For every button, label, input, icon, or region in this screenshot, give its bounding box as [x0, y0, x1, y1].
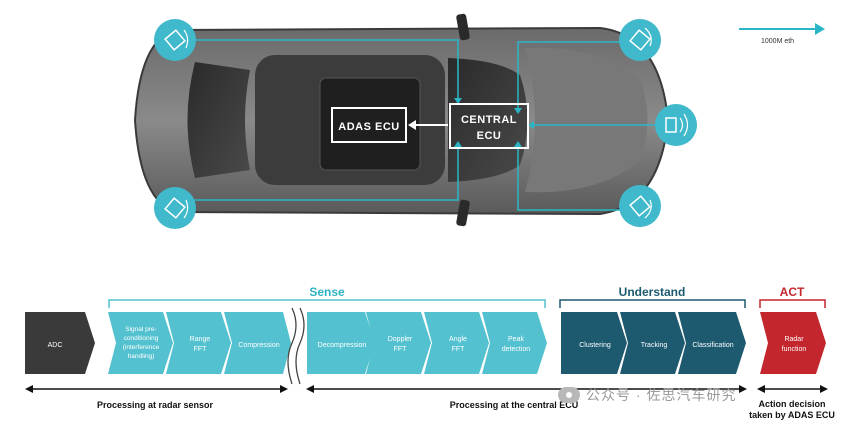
group-label-understand: Understand [619, 285, 686, 299]
stage-compression: Compression [224, 312, 291, 374]
svg-text:Compression: Compression [238, 342, 279, 349]
stage-adc: ADC [25, 312, 95, 374]
svg-text:Peak: Peak [508, 336, 524, 343]
svg-text:Range: Range [190, 336, 211, 343]
svg-text:Tracking: Tracking [641, 342, 668, 349]
svg-text:Clustering: Clustering [579, 342, 611, 349]
central-ecu-label-line2: ECU [477, 130, 502, 142]
stage-clustering: Clustering [561, 312, 627, 374]
legend-label: 1000M eth [761, 38, 795, 45]
legend: 1000M eth [737, 20, 827, 52]
stage-signal-preconditioning: Signal pre- conditioning (interference h… [108, 312, 173, 374]
stage-decompression: Decompression [307, 312, 375, 374]
adas-ecu-box [331, 107, 407, 143]
act-bracket [759, 299, 826, 308]
svg-text:Radar: Radar [784, 336, 804, 343]
svg-text:FFT: FFT [394, 346, 408, 353]
wechat-icon [558, 387, 580, 403]
watermark: 公众号 · 佐思汽车研究 [558, 385, 736, 405]
radar-sensor-front-right [619, 185, 661, 227]
radar-sensor-front-left [619, 19, 661, 61]
central-ecu-label-line1: CENTRAL [461, 114, 517, 126]
stage-tracking: Tracking [620, 312, 685, 374]
stage-radar-function: Radar function [760, 312, 826, 374]
span-label-action-line1: Action decision [758, 399, 825, 409]
rear-window [187, 62, 250, 178]
svg-text:Classification: Classification [692, 342, 733, 349]
stage-classification: Classification [678, 312, 746, 374]
radar-sensor-rear-right [154, 187, 196, 229]
svg-text:Decompression: Decompression [318, 342, 367, 349]
stage-angle-fft: Angle FFT [424, 312, 489, 374]
car-hood [525, 47, 648, 193]
stage-range-fft: Range FFT [166, 312, 231, 374]
stage-peak-detection: Peak detection [482, 312, 547, 374]
group-label-act: ACT [780, 285, 805, 299]
span-label-central-ecu: Processing at the central ECU [450, 400, 579, 410]
span-label-action-line2: taken by ADAS ECU [749, 410, 835, 420]
svg-text:Angle: Angle [449, 336, 467, 343]
svg-text:FFT: FFT [194, 346, 208, 353]
svg-text:conditioning: conditioning [124, 335, 159, 342]
svg-text:Doppler: Doppler [388, 336, 413, 343]
sense-bracket [108, 299, 546, 308]
windshield [448, 58, 528, 182]
svg-text:(interference: (interference [123, 344, 160, 351]
stage-doppler-fft: Doppler FFT [366, 312, 431, 374]
ethernet-lines [175, 39, 672, 211]
svg-text:FFT: FFT [452, 346, 466, 353]
ethernet-arrowheads [454, 98, 534, 147]
svg-text:detection: detection [502, 346, 531, 353]
link-break-icon [287, 307, 305, 385]
span-label-radar-sensor: Processing at radar sensor [97, 400, 214, 410]
legend-line [739, 28, 817, 30]
mirror-bottom [456, 199, 470, 227]
svg-text:ADC: ADC [48, 342, 63, 349]
group-label-sense: Sense [309, 285, 345, 299]
svg-text:Signal pre-: Signal pre- [125, 326, 156, 333]
adas-ecu-label: ADAS ECU [338, 121, 399, 133]
svg-text:handling): handling) [128, 353, 155, 360]
understand-bracket [559, 299, 746, 308]
radar-sensor-rear-left [154, 19, 196, 61]
legend-arrow-icon [815, 23, 825, 35]
svg-text:function: function [782, 346, 807, 353]
mirror-top [456, 13, 470, 41]
radar-sensor-front-center [655, 104, 697, 146]
watermark-text: 公众号 · 佐思汽车研究 [586, 387, 737, 403]
central-ecu-box [449, 103, 529, 149]
